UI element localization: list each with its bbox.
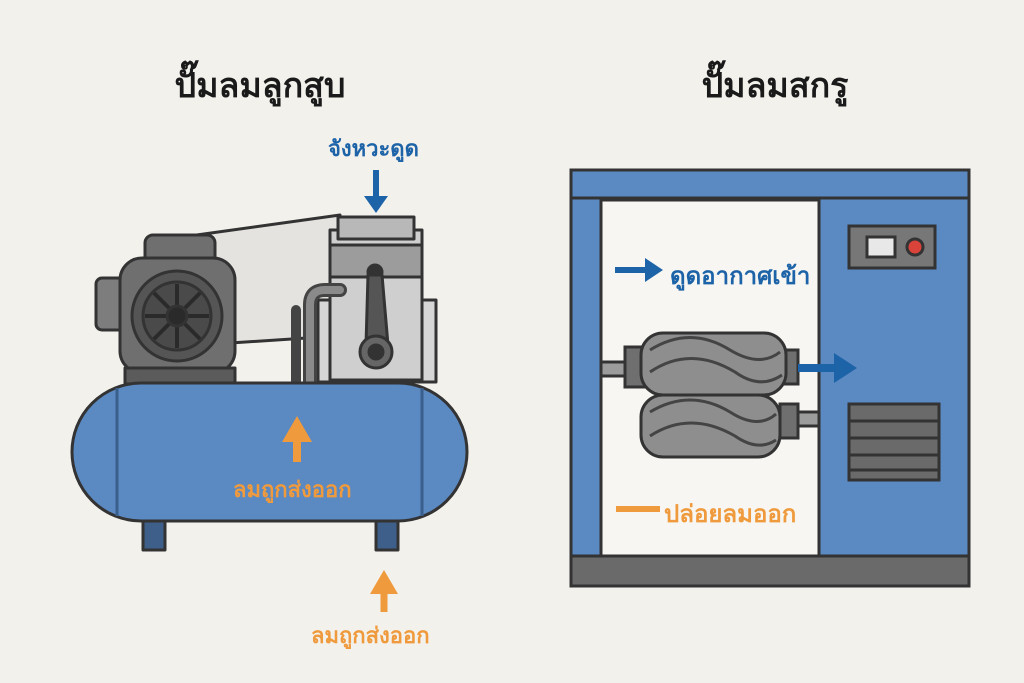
piston-title: ปั๊มลมลูกสูบ [174, 66, 346, 106]
control-panel [847, 224, 937, 270]
piston-cylinder [291, 215, 438, 405]
intake-arrow-left [364, 170, 388, 213]
motor [94, 233, 237, 386]
intake-arrow-right [615, 258, 663, 282]
vent-grille [847, 402, 941, 482]
exhaust-marker [616, 506, 660, 512]
exhaust-label: ปล่อยลมออก [664, 500, 797, 528]
inner-output-label: ลมถูกส่งออก [233, 478, 352, 503]
screw-compressor [569, 168, 971, 588]
intake-label-right: ดูดอากาศเข้า [670, 262, 811, 290]
intake-label-left: จังหวะดูด [328, 137, 419, 162]
outflow-arrow-outer [370, 570, 398, 612]
screw-title: ปั๊มลมสกรู [701, 66, 849, 106]
discharge-arrow-right [798, 353, 857, 383]
outflow-arrow-inner [282, 416, 312, 462]
piston-compressor [70, 213, 469, 552]
screw-rotors [599, 331, 821, 459]
air-tank [70, 381, 469, 552]
outer-output-label: ลมถูกส่งออก [311, 624, 430, 649]
